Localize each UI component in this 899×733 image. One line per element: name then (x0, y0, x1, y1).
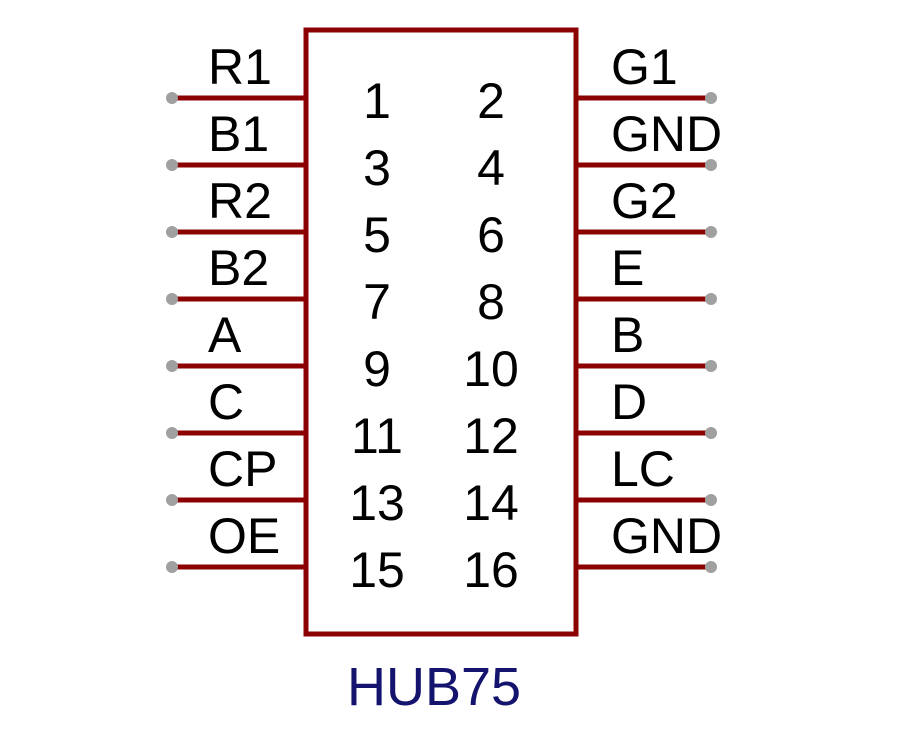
pin-6-number: 6 (477, 207, 505, 263)
pin-5-label: R2 (208, 173, 272, 229)
pin-9: A9 (166, 307, 391, 397)
pin-6: G2 6 (477, 173, 717, 263)
pin-10-number: 10 (463, 341, 519, 397)
pin-12-number: 12 (463, 408, 519, 464)
pin-6-label: G2 (611, 173, 678, 229)
pin-13-number: 13 (349, 475, 405, 531)
pin-6-endpoint (705, 226, 717, 238)
pin-7: B2 7 (166, 240, 391, 330)
pin-16-number: 16 (463, 542, 519, 598)
pin-11-label: C (208, 374, 244, 430)
pin-16-endpoint (705, 561, 717, 573)
component-body (303, 27, 579, 637)
pin-1: R1 1 (166, 39, 391, 129)
pin-2-number: 2 (477, 73, 505, 129)
pin-14-endpoint (705, 494, 717, 506)
pin-3-endpoint (166, 159, 178, 171)
pin-11-endpoint (166, 427, 178, 439)
pin-7-endpoint (166, 293, 178, 305)
pin-13-endpoint (166, 494, 178, 506)
pin-14: LC 14 (463, 441, 717, 531)
pin-2-endpoint (705, 92, 717, 104)
pin-9-endpoint (166, 360, 178, 372)
component-name: HUB75 (347, 657, 521, 717)
pin-7-number: 7 (363, 274, 391, 330)
pin-4-number: 4 (477, 140, 505, 196)
pin-15-endpoint (166, 561, 178, 573)
pin-2-label: G1 (611, 39, 678, 95)
pin-1-endpoint (166, 92, 178, 104)
pin-12-label: D (611, 374, 647, 430)
pin-12-endpoint (705, 427, 717, 439)
pin-4: GND 4 (477, 106, 722, 196)
pin-13: CP 13 (166, 441, 405, 531)
pin-15-label: OE (208, 508, 280, 564)
pin-1-label: R1 (208, 39, 272, 95)
pin-10: B 10 (463, 307, 717, 397)
pin-9-number: 9 (363, 341, 391, 397)
pin-11-number: 11 (351, 408, 403, 464)
pin-11: C 11 (166, 374, 403, 464)
pin-4-label: GND (611, 106, 722, 162)
pin-7-label: B2 (208, 240, 269, 296)
pin-3-label: B1 (208, 106, 269, 162)
pin-5-number: 5 (363, 207, 391, 263)
pin-5-endpoint (166, 226, 178, 238)
pin-2: G1 2 (477, 39, 717, 129)
pin-13-label: CP (208, 441, 277, 497)
pin-3-number: 3 (363, 140, 391, 196)
pin-15: OE 15 (166, 508, 405, 598)
pin-8-label: E (611, 240, 644, 296)
pin-15-number: 15 (349, 542, 405, 598)
pin-3: B1 3 (166, 106, 391, 196)
pin-10-endpoint (705, 360, 717, 372)
pin-14-number: 14 (463, 475, 519, 531)
pin-8-endpoint (705, 293, 717, 305)
pin-9-label: A (208, 307, 242, 363)
pin-16: GND 16 (463, 508, 722, 598)
pin-8-number: 8 (477, 274, 505, 330)
pin-1-number: 1 (363, 73, 391, 129)
pin-8: E8 (477, 240, 717, 330)
pin-16-label: GND (611, 508, 722, 564)
pin-4-endpoint (705, 159, 717, 171)
pin-10-label: B (611, 307, 644, 363)
pin-5: R2 5 (166, 173, 391, 263)
pin-14-label: LC (611, 441, 675, 497)
pin-12: D 12 (463, 374, 717, 464)
